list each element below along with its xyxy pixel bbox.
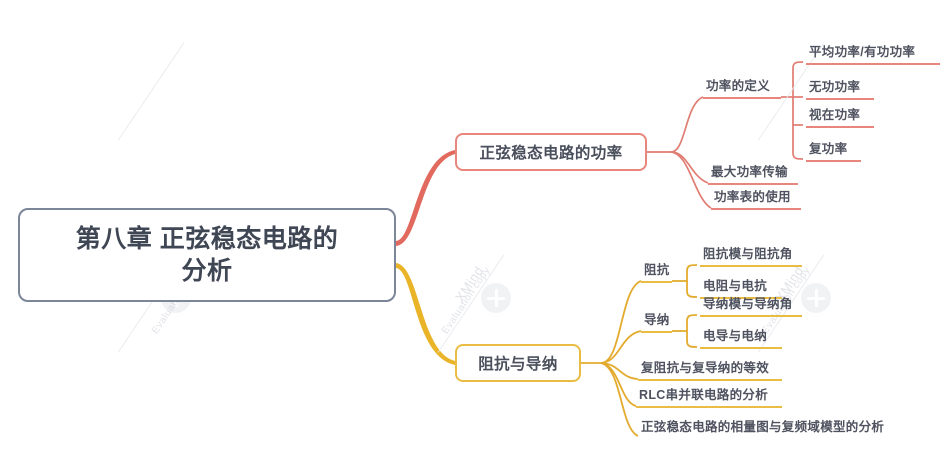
connector-impedance-to-rlc <box>600 362 637 407</box>
node-resistance-reactance[interactable]: 电阻与电抗 <box>700 279 782 299</box>
node-conductance-susceptance[interactable]: 电导与电纳 <box>700 329 782 349</box>
connector-impedance-to-phasor <box>600 362 639 437</box>
node-resistance-reactance-label: 电阻与电抗 <box>703 279 768 293</box>
node-impedance-modulus-angle[interactable]: 阻抗模与阻抗角 <box>700 247 802 267</box>
watermark-logo-icon <box>481 283 511 313</box>
connector-power-to-maxtransfer <box>670 151 709 184</box>
connector-power-to-def <box>670 96 704 153</box>
node-impedance-modulus-angle-label: 阻抗模与阻抗角 <box>703 247 793 261</box>
node-average-power[interactable]: 平均功率/有功功率 <box>806 45 940 65</box>
connector-y-to-mod <box>686 314 698 322</box>
node-power-definition-label: 功率的定义 <box>706 79 771 93</box>
branch-node-impedance[interactable]: 阻抗与导纳 <box>455 344 581 382</box>
node-wattmeter-usage-label: 功率表的使用 <box>714 190 791 204</box>
node-reactive-power[interactable]: 无功功率 <box>806 80 874 100</box>
connector-power-to-meter <box>670 151 712 209</box>
node-reactive-power-label: 无功功率 <box>809 80 861 94</box>
node-rlc-analysis-label: RLC串并联电路的分析 <box>639 388 768 402</box>
connector-z-to-rx <box>686 290 698 298</box>
node-apparent-power[interactable]: 视在功率 <box>806 108 874 128</box>
connector-z-to-mod <box>686 264 698 272</box>
connector-def-to-complex <box>792 152 804 160</box>
node-conductance-susceptance-label: 电导与电纳 <box>703 329 768 343</box>
node-apparent-power-label: 视在功率 <box>809 108 861 122</box>
connector-impedance-to-z <box>600 280 642 364</box>
node-complex-power[interactable]: 复功率 <box>806 142 861 162</box>
node-phasor-analysis[interactable]: 正弦稳态电路的相量图与复频域模型的分析 <box>638 419 888 438</box>
node-max-power-transfer-label: 最大功率传输 <box>711 165 788 179</box>
node-admittance[interactable]: 导纳 <box>641 313 672 333</box>
watermark-logo-icon <box>801 283 831 313</box>
node-impedance[interactable]: 阻抗 <box>641 263 672 283</box>
node-wattmeter-usage[interactable]: 功率表的使用 <box>711 190 801 210</box>
node-average-power-label: 平均功率/有功功率 <box>809 45 916 59</box>
connector-impedance-to-eq <box>600 362 639 380</box>
node-impedance-label: 阻抗 <box>644 263 670 277</box>
watermark-diagonal-line <box>117 42 185 141</box>
node-phasor-analysis-label: 正弦稳态电路的相量图与复频域模型的分析 <box>641 420 885 434</box>
node-admittance-modulus-angle[interactable]: 导纳模与导纳角 <box>700 297 802 317</box>
connector-y-to-gb <box>686 340 698 348</box>
connector-root-to-impedance <box>396 263 455 365</box>
node-admittance-modulus-angle-label: 导纳模与导纳角 <box>703 297 793 311</box>
node-max-power-transfer[interactable]: 最大功率传输 <box>708 165 798 185</box>
root-node[interactable]: 第八章 正弦稳态电路的 分析 <box>18 208 396 302</box>
branch-node-impedance-label: 阻抗与导纳 <box>478 356 558 373</box>
node-admittance-label: 导纳 <box>644 313 670 327</box>
connector-def-to-avg <box>792 61 804 69</box>
node-complex-equivalence-label: 复阻抗与复导纳的等效 <box>641 361 770 375</box>
root-node-label: 第八章 正弦稳态电路的 分析 <box>75 225 339 285</box>
node-complex-power-label: 复功率 <box>809 142 848 156</box>
node-rlc-analysis[interactable]: RLC串并联电路的分析 <box>636 388 782 408</box>
connector-root-to-power <box>396 150 455 246</box>
node-complex-equivalence[interactable]: 复阻抗与复导纳的等效 <box>638 361 782 381</box>
node-power-definition[interactable]: 功率的定义 <box>703 79 781 99</box>
branch-node-power[interactable]: 正弦稳态电路的功率 <box>455 133 647 171</box>
connector-impedance-to-y <box>600 330 642 364</box>
branch-node-power-label: 正弦稳态电路的功率 <box>479 145 623 162</box>
